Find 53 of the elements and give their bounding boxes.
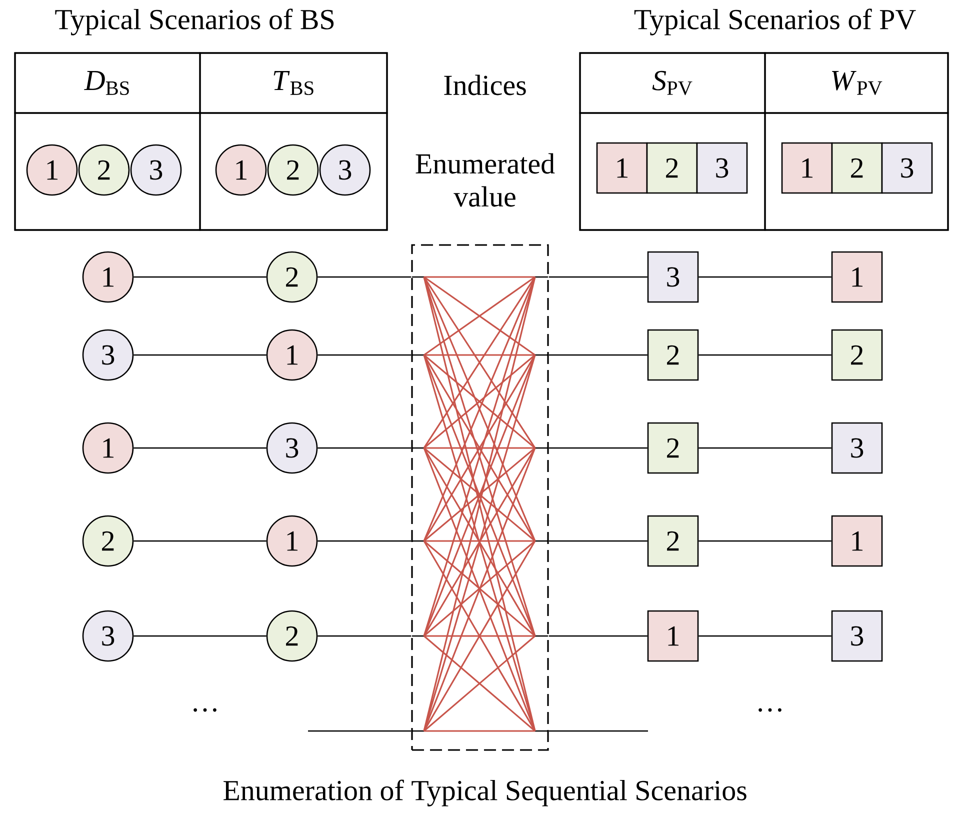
connector-line (308, 730, 412, 732)
connector-line (318, 276, 412, 278)
connector-line (698, 354, 832, 356)
header-cell: S$_{PV}$ (579, 52, 766, 114)
connector-line (134, 354, 266, 356)
connector-line (698, 276, 832, 278)
connector-line (134, 447, 266, 449)
scenario-square: 1 (831, 515, 883, 567)
connector-line (134, 276, 266, 278)
ellipsis: … (194, 708, 216, 712)
scenario-square: 3 (831, 422, 883, 474)
connector-line (318, 540, 412, 542)
value-cell (199, 112, 388, 231)
scenario-square: 1 (596, 142, 648, 194)
scenario-square: 3 (647, 251, 699, 303)
scenario-square: 2 (831, 142, 883, 194)
table-title: Typical Scenarios of BS (55, 8, 334, 36)
row-label: Enumerated value (416, 153, 555, 207)
connector-line (698, 447, 832, 449)
connector-line (318, 447, 412, 449)
scenario-square: 3 (831, 610, 883, 662)
header-cell: D$_{BS}$ (14, 52, 201, 114)
connector-line (548, 276, 648, 278)
header-cell: T$_{BS}$ (199, 52, 388, 114)
connector-line (134, 540, 266, 542)
connector-line (548, 635, 648, 637)
value-cell (764, 112, 949, 231)
scenario-square: 3 (881, 142, 933, 194)
connector-line (548, 540, 648, 542)
scenario-square: 2 (831, 329, 883, 381)
connector-line (548, 730, 648, 732)
scenario-square: 3 (696, 142, 748, 194)
value-cell (579, 112, 766, 231)
table-title: Typical Scenarios of PV (634, 8, 916, 36)
scenario-square: 2 (647, 329, 699, 381)
connector-line (134, 635, 266, 637)
scenario-square: 2 (646, 142, 698, 194)
scenario-square: 1 (647, 610, 699, 662)
connector-line (548, 354, 648, 356)
scenario-square: 2 (647, 515, 699, 567)
value-cell (14, 112, 201, 231)
index-label: Indices (444, 74, 526, 96)
connector-line (318, 354, 412, 356)
connector-line (548, 447, 648, 449)
connector-line (698, 635, 832, 637)
caption: Enumeration of Typical Sequential Scenarios (224, 780, 746, 806)
connector-line (318, 635, 412, 637)
scenario-square: 2 (647, 422, 699, 474)
ellipsis: … (758, 708, 782, 712)
connector-line (698, 540, 832, 542)
header-cell: W$_{PV}$ (764, 52, 949, 114)
scenario-square: 1 (831, 251, 883, 303)
scenario-square: 1 (781, 142, 833, 194)
